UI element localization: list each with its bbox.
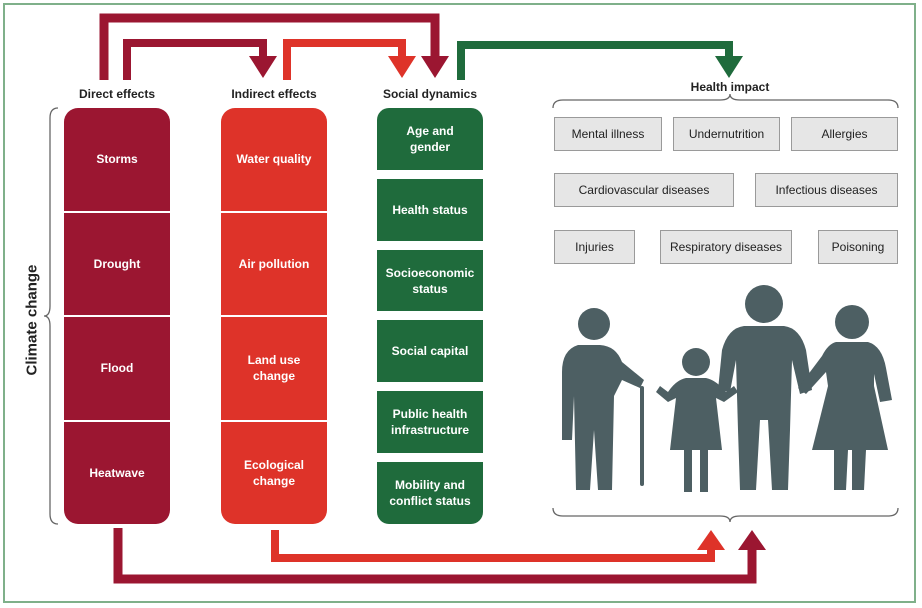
social-mobility-conflict-status: Mobility and conflict status <box>377 462 483 524</box>
health-brace-bottom <box>552 507 899 523</box>
health-undernutrition: Undernutrition <box>673 117 780 151</box>
direct-effect-drought: Drought <box>64 210 170 315</box>
health-infectious: Infectious diseases <box>755 173 898 207</box>
social-health-status: Health status <box>377 178 483 241</box>
direct-effects-column: Storms Drought Flood Heatwave <box>64 108 170 524</box>
arrow-direct-to-social-head <box>421 56 449 78</box>
arrow-indirect-bottom-head <box>697 530 725 550</box>
arrow-direct-to-social <box>99 13 440 80</box>
indirect-effects-column: Water quality Air pollution Land use cha… <box>221 108 327 524</box>
social-dynamics-title: Social dynamics <box>382 87 478 101</box>
indirect-effect-water-quality: Water quality <box>221 108 327 211</box>
diagram-frame <box>3 3 916 603</box>
health-injuries: Injuries <box>554 230 635 264</box>
health-cardiovascular: Cardiovascular diseases <box>554 173 734 207</box>
arrow-indirect-to-social-head <box>388 56 416 78</box>
arrow-social-to-health-head <box>715 56 743 78</box>
direct-effect-heatwave: Heatwave <box>64 419 170 524</box>
arrow-social-to-health <box>457 41 733 80</box>
health-poisoning: Poisoning <box>818 230 898 264</box>
social-public-health-infrastructure: Public health infrastructure <box>377 391 483 454</box>
social-dynamics-column: Age and gender Health status Socioeconom… <box>377 108 483 524</box>
climate-change-label: Climate change <box>23 264 41 376</box>
direct-effect-flood: Flood <box>64 315 170 420</box>
arrow-indirect-to-social <box>283 39 406 80</box>
indirect-effect-air-pollution: Air pollution <box>221 210 327 315</box>
arrow-direct-to-indirect <box>123 39 267 80</box>
health-respiratory: Respiratory diseases <box>660 230 792 264</box>
indirect-effects-title: Indirect effects <box>231 87 317 101</box>
direct-effect-storms: Storms <box>64 108 170 211</box>
arrow-indirect-to-health-bottom <box>271 530 715 562</box>
health-mental-illness: Mental illness <box>554 117 662 151</box>
health-brace-top <box>552 93 899 109</box>
indirect-effect-ecological-change: Ecological change <box>221 419 327 524</box>
social-capital: Social capital <box>377 320 483 383</box>
arrow-direct-to-health-bottom <box>113 528 757 584</box>
indirect-effect-land-use-change: Land use change <box>221 315 327 420</box>
arrow-direct-to-indirect-head <box>249 56 277 78</box>
climate-brace <box>43 107 59 525</box>
health-impact-title: Health impact <box>690 80 770 94</box>
social-socioeconomic-status: Socioeconomic status <box>377 249 483 312</box>
arrow-direct-bottom-head <box>738 530 766 550</box>
family-figures-icon <box>562 285 892 492</box>
health-allergies: Allergies <box>791 117 898 151</box>
direct-effects-title: Direct effects <box>78 87 156 101</box>
social-age-gender: Age and gender <box>377 108 483 170</box>
